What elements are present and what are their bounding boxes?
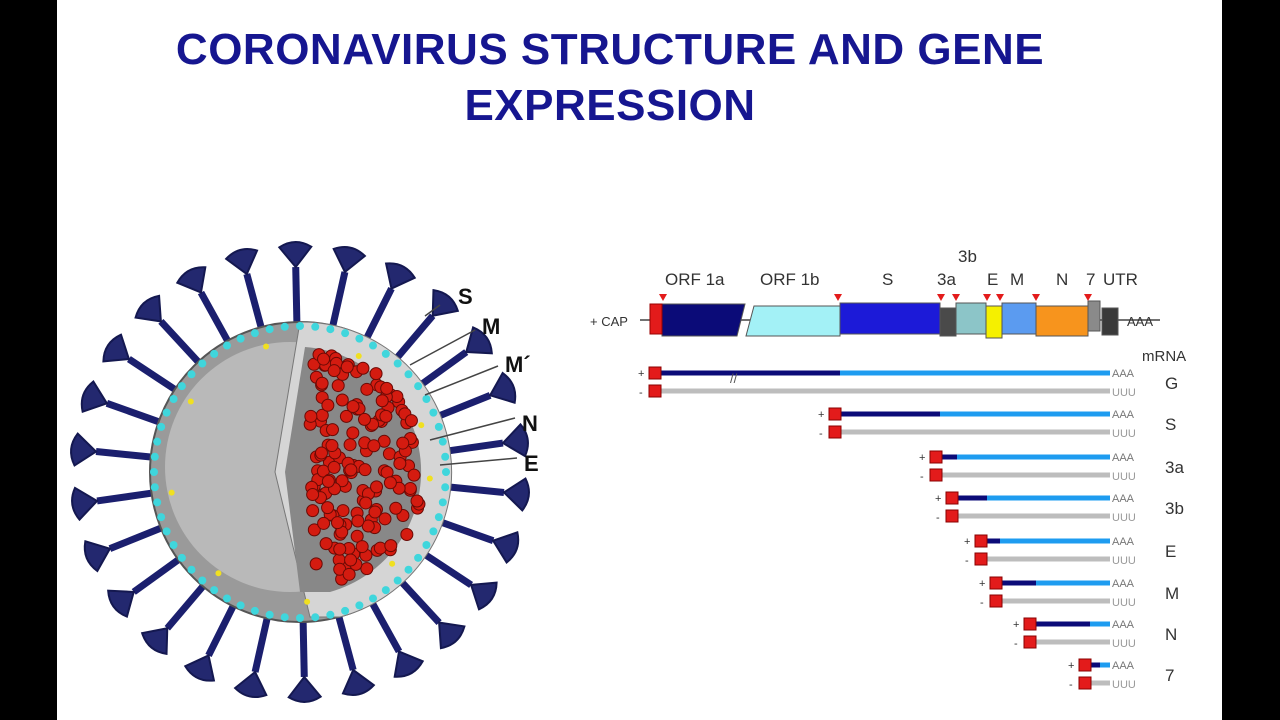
- gene-n: [1036, 306, 1088, 336]
- gene-label-orf1a: ORF 1a: [665, 270, 725, 289]
- gene-orf1a: [662, 304, 745, 336]
- gene-label-n: N: [1056, 270, 1068, 289]
- gene-label-7: 7: [1086, 270, 1095, 289]
- mrna-cap-marker: [946, 510, 958, 522]
- gene-label-m: M: [1010, 270, 1024, 289]
- mrna-cap-marker: [975, 553, 987, 565]
- poly-a-label: AAA: [1112, 368, 1135, 380]
- trs-marker-icon: [983, 294, 991, 301]
- minus-strand-sign: -: [965, 555, 969, 567]
- minus-strand-sign: -: [1014, 638, 1018, 650]
- minus-strand-sign: -: [980, 597, 984, 609]
- trs-marker-icon: [1084, 294, 1092, 301]
- poly-a-label: AAA: [1112, 493, 1135, 505]
- gene-label-orf1b: ORF 1b: [760, 270, 820, 289]
- poly-a-label: AAA: [1112, 409, 1135, 421]
- poly-u-label: UUU: [1112, 428, 1136, 440]
- poly-u-label: UUU: [1112, 679, 1136, 691]
- mrna-cap-marker: [930, 469, 942, 481]
- plus-strand-sign: +: [818, 409, 824, 421]
- plus-strand-sign: +: [1068, 660, 1074, 672]
- mrna-cap-marker: [1024, 636, 1036, 648]
- plus-strand-sign: +: [919, 452, 925, 464]
- poly-a-label: AAA: [1112, 660, 1135, 672]
- cap-label: + CAP: [590, 314, 628, 329]
- mrna-label-S: S: [1165, 415, 1176, 434]
- gene-label-3b: 3b: [958, 247, 977, 266]
- gene-3b: [956, 303, 986, 334]
- trs-marker-icon: [659, 294, 667, 301]
- trs-marker-icon: [996, 294, 1004, 301]
- mrna-cap-marker: [649, 367, 661, 379]
- mrna-cap-marker: [946, 492, 958, 504]
- gene-3a: [940, 308, 956, 336]
- gene-label-s: S: [882, 270, 893, 289]
- plus-strand-sign: +: [979, 578, 985, 590]
- poly-a-label: AAA: [1112, 536, 1135, 548]
- minus-strand-sign: -: [936, 512, 940, 524]
- plus-strand-sign: +: [935, 493, 941, 505]
- poly-u-label: UUU: [1112, 471, 1136, 483]
- mrna-cap-marker: [990, 577, 1002, 589]
- minus-strand-sign: -: [819, 428, 823, 440]
- trs-marker-icon: [834, 294, 842, 301]
- plus-strand-sign: +: [638, 368, 644, 380]
- trs-marker-icon: [1032, 294, 1040, 301]
- mrna-label-7: 7: [1165, 666, 1174, 685]
- gene-utr: [1102, 308, 1118, 335]
- mrna-cap-marker: [990, 595, 1002, 607]
- break-mark: //: [730, 371, 738, 386]
- mrna-cap-marker: [829, 408, 841, 420]
- minus-strand-sign: -: [639, 387, 643, 399]
- poly-u-label: UUU: [1112, 597, 1136, 609]
- mrna-cap-marker: [1079, 659, 1091, 671]
- mrna-cap-marker: [1079, 677, 1091, 689]
- minus-strand-sign: -: [920, 471, 924, 483]
- poly-a-tail: AAA: [1127, 314, 1153, 329]
- mrna-cap-marker: [649, 385, 661, 397]
- minus-strand-sign: -: [1069, 679, 1073, 691]
- plus-strand-sign: +: [1013, 619, 1019, 631]
- mrna-header: mRNA: [1142, 348, 1186, 365]
- poly-u-label: UUU: [1112, 387, 1136, 399]
- trs-marker-icon: [952, 294, 960, 301]
- cap-marker: [650, 304, 662, 334]
- mrna-label-N: N: [1165, 625, 1177, 644]
- poly-a-label: AAA: [1112, 619, 1135, 631]
- gene-7: [1088, 301, 1100, 331]
- gene-label-utr: UTR: [1103, 270, 1138, 289]
- mrna-cap-marker: [930, 451, 942, 463]
- gene-s: [840, 303, 940, 334]
- mrna-cap-marker: [975, 535, 987, 547]
- poly-a-label: AAA: [1112, 578, 1135, 590]
- mrna-cap-marker: [829, 426, 841, 438]
- mrna-label-G: G: [1165, 374, 1178, 393]
- mrna-label-E: E: [1165, 542, 1176, 561]
- poly-a-label: AAA: [1112, 452, 1135, 464]
- poly-u-label: UUU: [1112, 638, 1136, 650]
- gene-m: [1002, 303, 1036, 334]
- poly-u-label: UUU: [1112, 512, 1136, 524]
- trs-marker-icon: [937, 294, 945, 301]
- mrna-cap-marker: [1024, 618, 1036, 630]
- mrna-label-3a: 3a: [1165, 458, 1184, 477]
- poly-u-label: UUU: [1112, 555, 1136, 567]
- gene-orf1b: [746, 306, 840, 336]
- mrna-label-3b: 3b: [1165, 499, 1184, 518]
- gene-e: [986, 306, 1002, 338]
- gene-label-e: E: [987, 270, 998, 289]
- mrna-label-M: M: [1165, 584, 1179, 603]
- gene-label-3a: 3a: [937, 270, 956, 289]
- plus-strand-sign: +: [964, 536, 970, 548]
